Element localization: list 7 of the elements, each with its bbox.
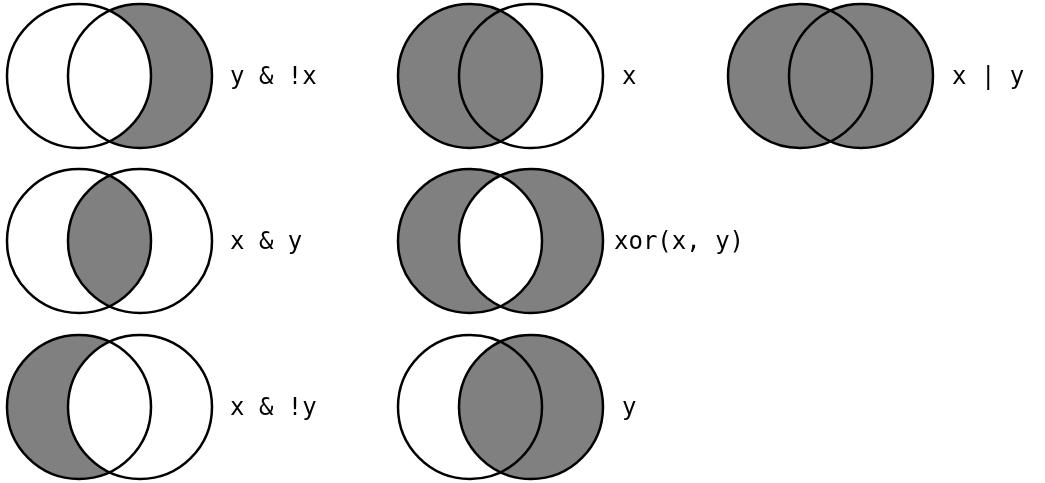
- expression-label: x | y: [952, 62, 1025, 90]
- expression-label: x & !y: [230, 393, 317, 421]
- expression-label: x: [622, 62, 637, 90]
- expression-label: xor(x, y): [614, 227, 745, 255]
- expression-label: y & !x: [230, 62, 317, 90]
- expression-label: x & y: [230, 227, 303, 255]
- expression-label: y: [622, 393, 637, 421]
